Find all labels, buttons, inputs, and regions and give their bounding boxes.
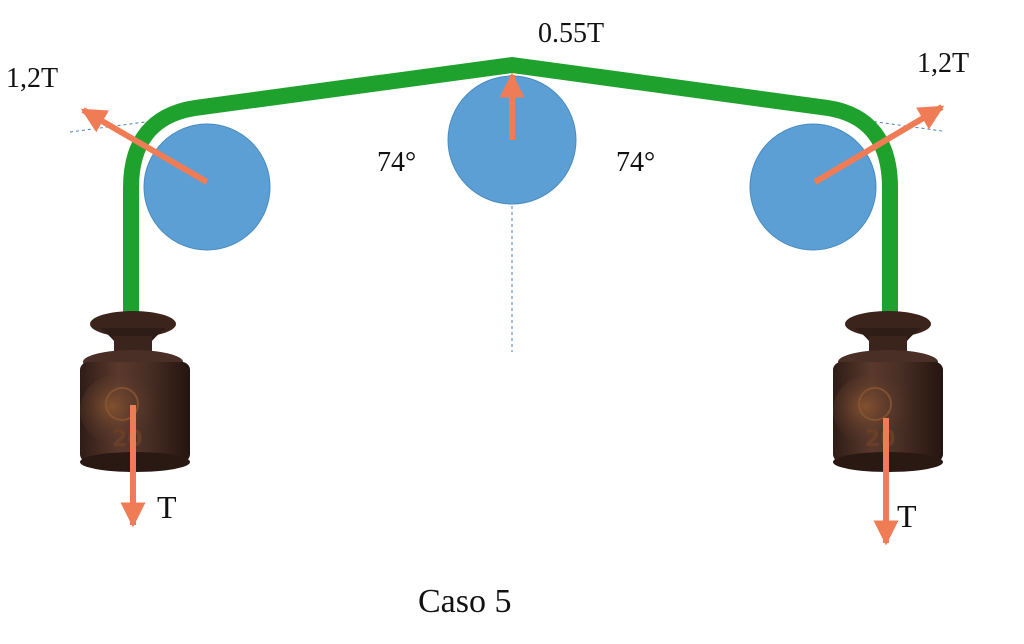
left-force-label: 1,2T [6,63,58,94]
left-angle-label: 74° [377,147,416,178]
left-pulley [143,123,271,251]
rope [123,57,898,314]
left-weight-force-label: T [157,489,177,525]
top-force-label: 0.55T [538,18,604,49]
right-weight-force-label: T [897,498,917,534]
right-pulley-force-arrow [813,104,945,185]
right-angle-label: 74° [616,147,655,178]
right-force-label: 1,2T [917,48,969,79]
right-weight: 20 [833,311,943,472]
left-pulley-force-arrow [80,107,209,185]
left-weight-stamp: 20 [112,427,143,452]
figure-caption: Caso 5 [418,583,512,620]
right-weight-stamp: 20 [865,427,896,452]
right-pulley [749,123,877,251]
